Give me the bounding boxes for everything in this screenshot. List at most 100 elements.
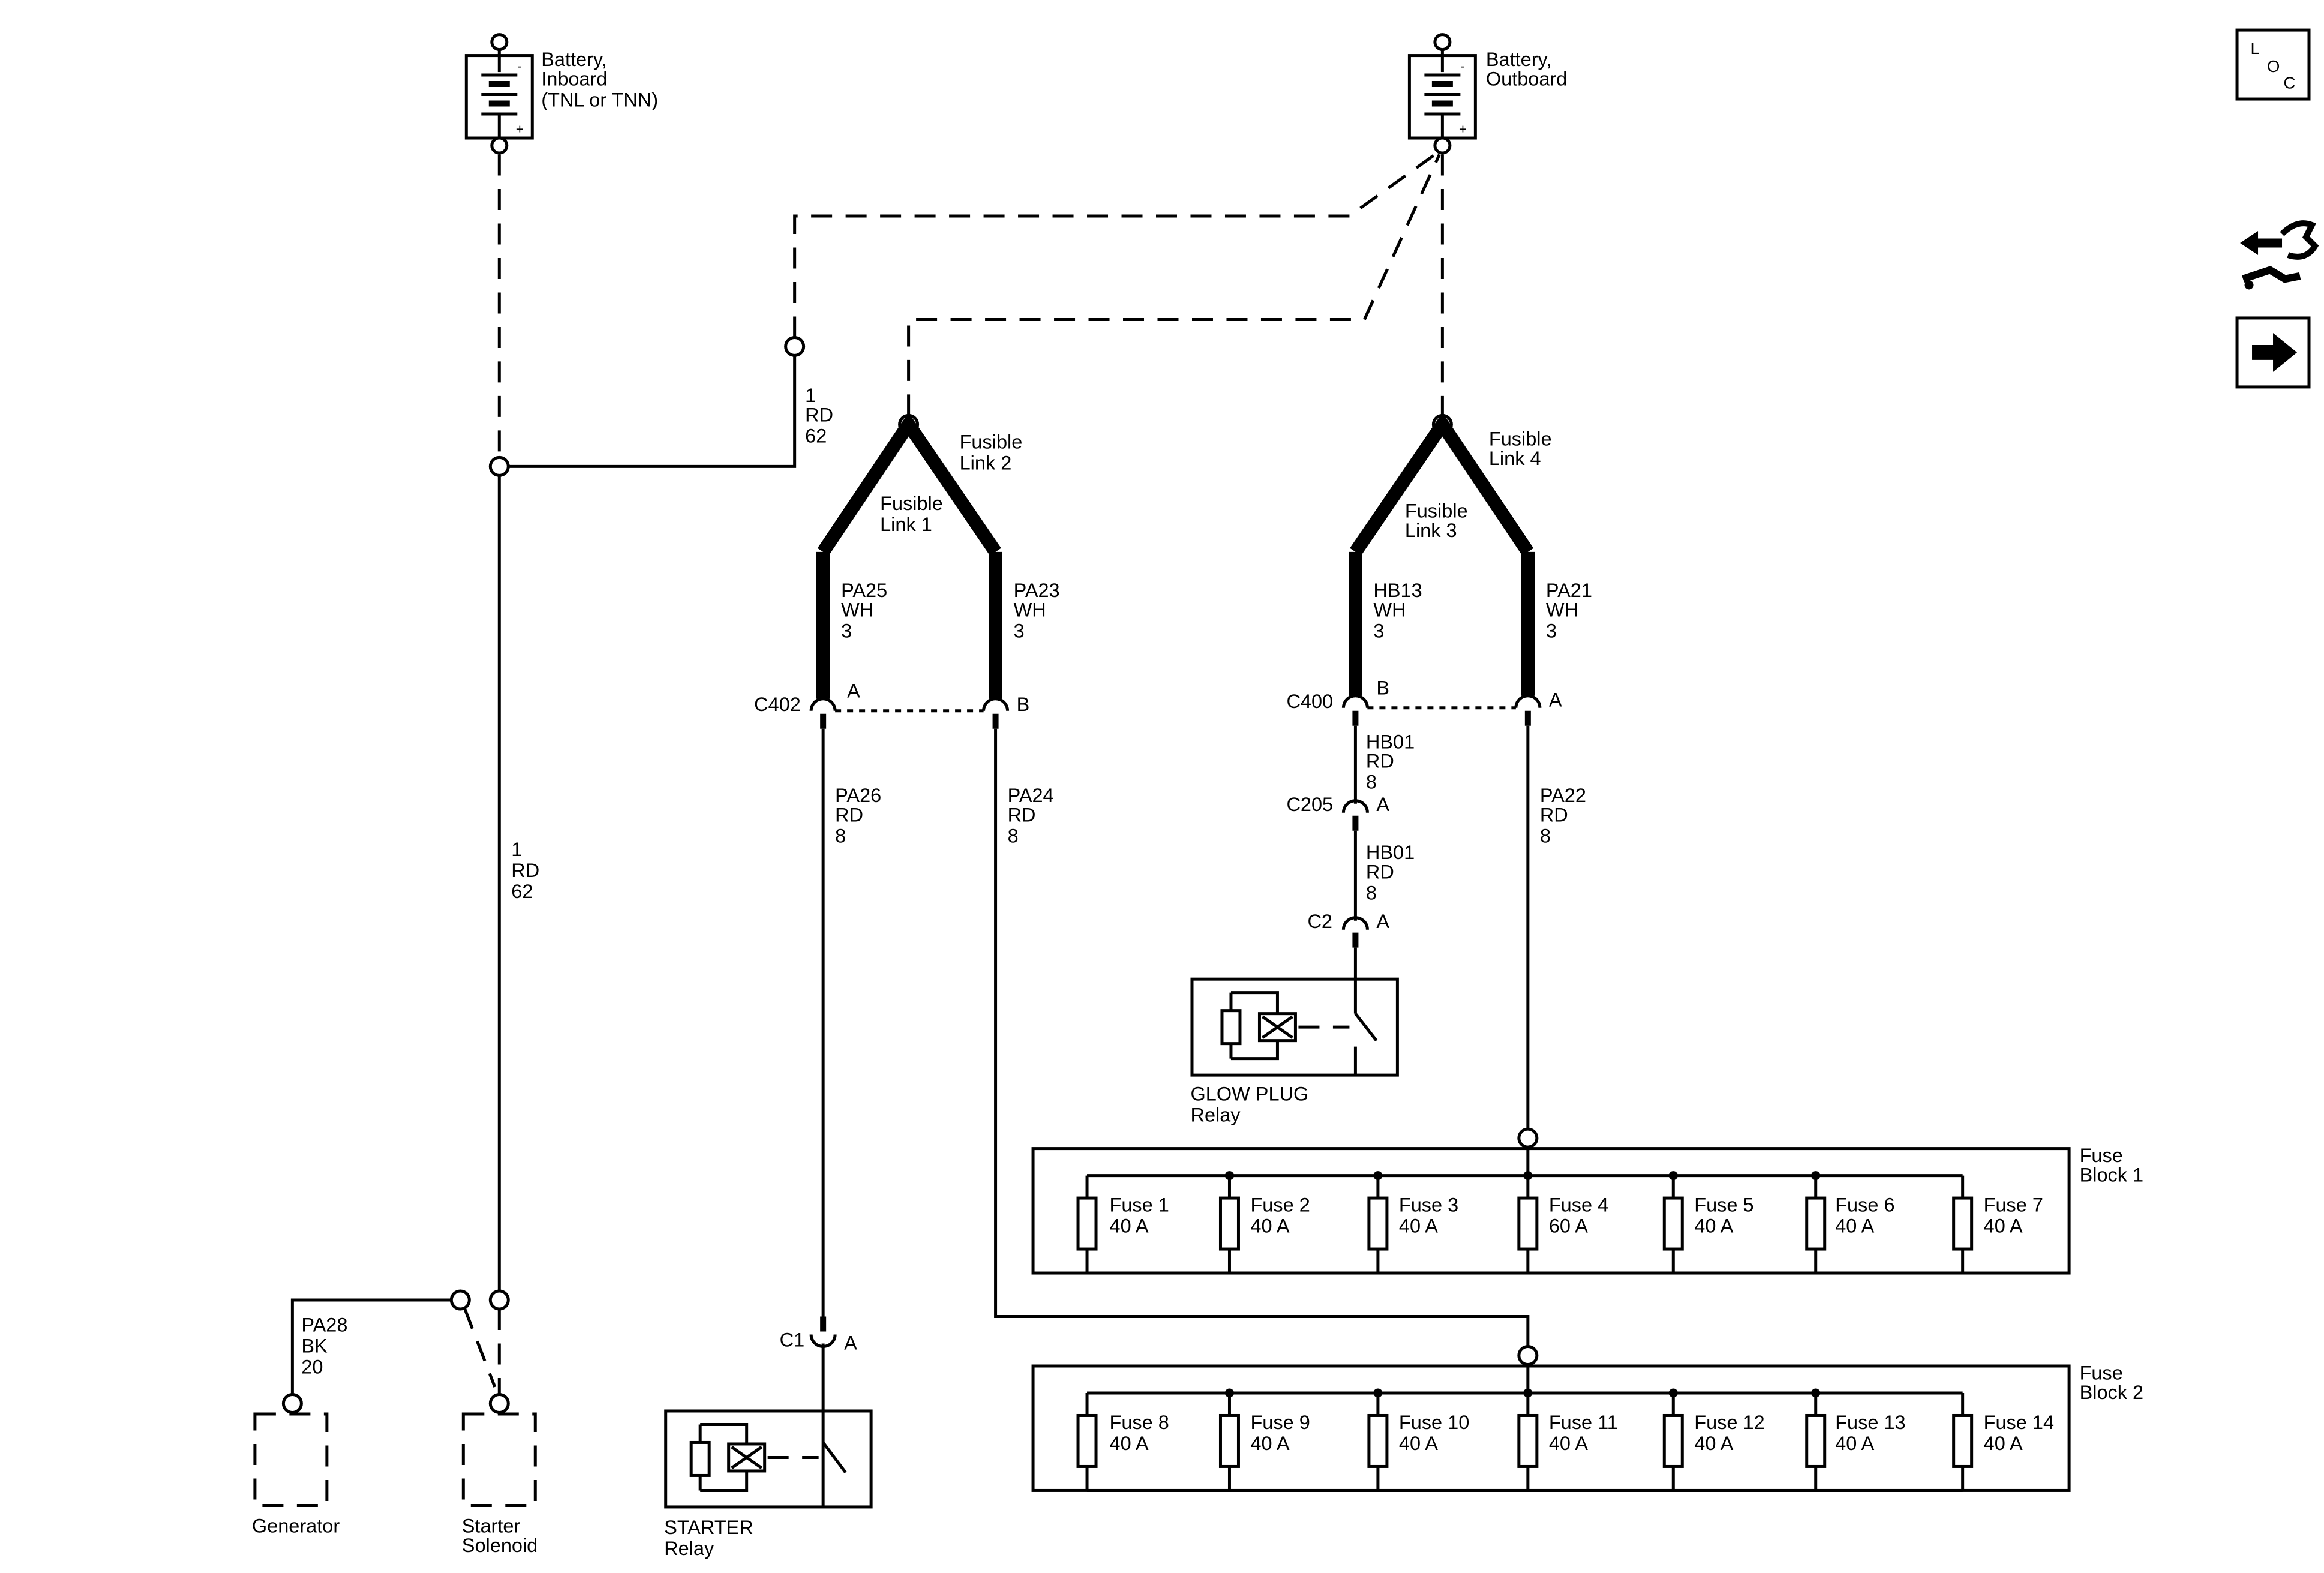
wire-pa26-color: RD bbox=[835, 804, 863, 826]
starter-solenoid-label-2: Solenoid bbox=[462, 1535, 538, 1556]
c400-pin-b: B bbox=[1376, 677, 1389, 698]
wire-hb01: HB01 RD 8 C205 A HB01 RD 8 C2 A bbox=[1286, 725, 1415, 1014]
fuse-13-rating: 40 A bbox=[1835, 1433, 1874, 1454]
fuse-11-rating: 40 A bbox=[1549, 1433, 1588, 1454]
glow-plug-relay: GLOW PLUG Relay bbox=[1190, 977, 1399, 1126]
fusible-link-2-label: Fusible bbox=[960, 431, 1023, 452]
c402-pin-b: B bbox=[1017, 694, 1030, 715]
battery-outboard-minus: - bbox=[1460, 59, 1465, 74]
c205-pin-a: A bbox=[1376, 794, 1389, 815]
c400-label: C400 bbox=[1286, 691, 1333, 712]
fuse-13-name: Fuse 13 bbox=[1835, 1412, 1905, 1433]
battery-inboard: - + Battery, Inboard (TNL or TNN) bbox=[464, 33, 658, 155]
fuse-6-rating: 40 A bbox=[1835, 1215, 1874, 1237]
wire-main-lower-gauge: 1 bbox=[511, 839, 522, 860]
wire-pa28-color: BK bbox=[301, 1335, 328, 1357]
wire-pa26-size: 8 bbox=[835, 825, 846, 847]
loc-letter-l: L bbox=[2251, 39, 2260, 58]
fuse-13: Fuse 13 40 A bbox=[1805, 1388, 1906, 1491]
glow-relay-label: GLOW PLUG bbox=[1190, 1083, 1308, 1105]
c400-pin-a: A bbox=[1549, 689, 1562, 710]
fuse-1: Fuse 1 40 A bbox=[1076, 1175, 1169, 1274]
fuse-5-name: Fuse 5 bbox=[1694, 1194, 1753, 1216]
fuse-block-2-label-2: Block 2 bbox=[2080, 1382, 2144, 1403]
battery-inboard-minus: - bbox=[517, 59, 522, 74]
fusible-link-3-label-2: Link 3 bbox=[1405, 520, 1457, 541]
fuse-10-rating: 40 A bbox=[1399, 1433, 1438, 1454]
fuse-14-rating: 40 A bbox=[1984, 1433, 2023, 1454]
service-tools-icon[interactable] bbox=[2240, 220, 2319, 290]
fusible-links-3-4: Fusible Link 3 Fusible Link 4 HB13 WH 3 … bbox=[1349, 412, 1592, 696]
wire-hb01-size: 8 bbox=[1366, 772, 1377, 793]
fuse-4-rating: 60 A bbox=[1549, 1215, 1588, 1237]
wire-pa24-color: RD bbox=[1008, 804, 1036, 826]
wire-main-size: 62 bbox=[805, 425, 827, 446]
wire-pa22-color: RD bbox=[1540, 804, 1568, 826]
battery-inboard-label: Battery, bbox=[541, 49, 607, 70]
fusible-link-1-label-2: Link 1 bbox=[880, 514, 932, 535]
wire-pa25-color: WH bbox=[841, 599, 873, 620]
wire-pa26: PA26 RD 8 C1 A bbox=[780, 728, 881, 1506]
wire-pa21-circuit: PA21 bbox=[1546, 580, 1592, 601]
wire-hb13-circuit: HB13 bbox=[1373, 580, 1422, 601]
fuse-block-2: Fuse Block 2 Fuse 8 40 A Fuse 9 40 A Fus… bbox=[1031, 1362, 2144, 1492]
wire-pa24-circuit: PA24 bbox=[1008, 785, 1054, 806]
wire-pa28-size: 20 bbox=[301, 1356, 323, 1377]
c2-label: C2 bbox=[1307, 911, 1332, 932]
c402-pin-a: A bbox=[847, 680, 860, 701]
wire-hb01-circuit: HB01 bbox=[1366, 731, 1415, 752]
wire-pa26-circuit: PA26 bbox=[835, 785, 881, 806]
fuse-1-name: Fuse 1 bbox=[1110, 1194, 1169, 1216]
fuse-3: Fuse 3 40 A bbox=[1367, 1171, 1458, 1274]
fuse-11-name: Fuse 11 bbox=[1549, 1412, 1618, 1433]
wire-pa21-size: 3 bbox=[1546, 620, 1557, 641]
wire-pa25-size: 3 bbox=[841, 620, 852, 641]
starter-relay-label-2: Relay bbox=[664, 1538, 714, 1559]
fuse-2-rating: 40 A bbox=[1250, 1215, 1289, 1237]
fuse-8-rating: 40 A bbox=[1110, 1433, 1149, 1454]
fuse-3-name: Fuse 3 bbox=[1399, 1194, 1458, 1216]
wire-hb01-2-circuit: HB01 bbox=[1366, 842, 1415, 863]
fuse-5-rating: 40 A bbox=[1694, 1215, 1733, 1237]
battery-inboard-plus: + bbox=[516, 122, 524, 137]
loc-icon[interactable]: L O C bbox=[2235, 28, 2311, 101]
connector-c402: C402 A B bbox=[754, 680, 1030, 729]
fuse-4-name: Fuse 4 bbox=[1549, 1194, 1608, 1216]
wire-pa23-size: 3 bbox=[1014, 620, 1025, 641]
fusible-link-2-label-2: Link 2 bbox=[960, 452, 1012, 473]
fuse-10: Fuse 10 40 A bbox=[1367, 1388, 1469, 1491]
battery-outboard-label-2: Outboard bbox=[1486, 68, 1567, 90]
c2-pin-a: A bbox=[1376, 911, 1389, 932]
fuse-12-name: Fuse 12 bbox=[1694, 1412, 1764, 1433]
wire-pa23-circuit: PA23 bbox=[1014, 580, 1060, 601]
fuse-block-1: Fuse Block 1 Fuse 1 40 A Fuse 2 40 A Fus… bbox=[1031, 1145, 2143, 1275]
fuse-8: Fuse 8 40 A bbox=[1076, 1392, 1169, 1491]
fuse-9-rating: 40 A bbox=[1250, 1433, 1289, 1454]
wire-main-gauge: 1 bbox=[805, 385, 816, 406]
wire-hb01-2-size: 8 bbox=[1366, 882, 1377, 904]
fusible-link-1-label: Fusible bbox=[880, 493, 943, 514]
battery-outboard-label: Battery, bbox=[1486, 49, 1552, 70]
fuse-9-name: Fuse 9 bbox=[1250, 1412, 1310, 1433]
glow-relay-label-2: Relay bbox=[1190, 1104, 1241, 1126]
wire-pa22: PA22 RD 8 bbox=[1517, 725, 1586, 1149]
fusible-link-4-label: Fusible bbox=[1489, 428, 1552, 449]
next-arrow-icon[interactable] bbox=[2235, 316, 2311, 389]
wire-main-lower-size: 62 bbox=[511, 881, 533, 902]
battery-outboard: - + Battery, Outboard bbox=[1407, 33, 1567, 155]
fuse-2: Fuse 2 40 A bbox=[1218, 1171, 1310, 1274]
fuse-9: Fuse 9 40 A bbox=[1218, 1388, 1310, 1491]
wire-pa24: PA24 RD 8 bbox=[994, 728, 1539, 1367]
connector-c400: C400 B A bbox=[1286, 677, 1562, 726]
wire-hb01-2-color: RD bbox=[1366, 861, 1394, 883]
fuse-8-name: Fuse 8 bbox=[1110, 1412, 1169, 1433]
battery-inboard-label-2: Inboard bbox=[541, 68, 607, 90]
fuse-1-rating: 40 A bbox=[1110, 1215, 1149, 1237]
battery-feed-wires bbox=[497, 153, 1444, 458]
fuse-14: Fuse 14 40 A bbox=[1952, 1392, 2054, 1491]
battery-inboard-label-3: (TNL or TNN) bbox=[541, 89, 658, 111]
fuse-12-rating: 40 A bbox=[1694, 1433, 1733, 1454]
c205-label: C205 bbox=[1286, 794, 1333, 815]
fuse-10-name: Fuse 10 bbox=[1399, 1412, 1469, 1433]
